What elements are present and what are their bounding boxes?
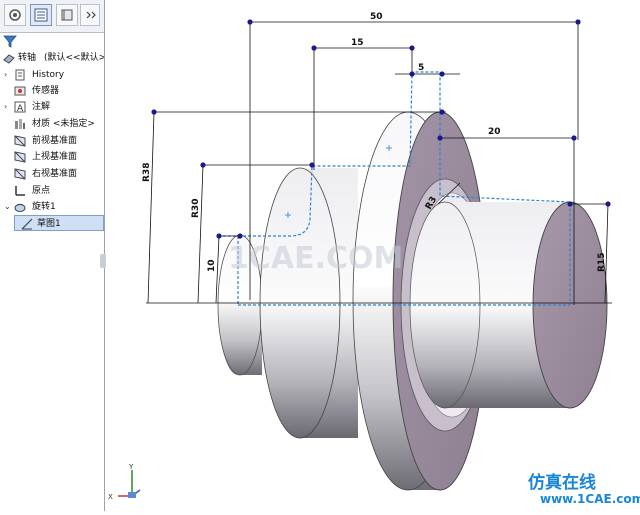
- dim-radius-right[interactable]: R15: [597, 253, 607, 272]
- panel-tab-bar: [0, 0, 104, 33]
- brand-url: www.1CAE.com: [540, 492, 640, 506]
- expand-arrow-icon[interactable]: ›: [4, 70, 8, 79]
- brand-name: 仿真在线: [528, 473, 596, 493]
- model-viewport: 50 15 5 20 R38 R30 10 R3 R15 1CAE.COM X: [108, 12, 612, 501]
- dim-flange-thickness[interactable]: 5: [418, 63, 424, 73]
- tree-item-history[interactable]: › History: [0, 67, 104, 83]
- plane-icon: [14, 151, 26, 163]
- triad-x-label: X: [108, 493, 113, 501]
- dim-radius-flange[interactable]: R38: [142, 163, 152, 182]
- tree-item-annotations[interactable]: › A 注解: [0, 99, 104, 115]
- tree-item-label: 旋转1: [32, 202, 56, 212]
- property-tab[interactable]: [30, 4, 52, 26]
- tree-item-label: 草图1: [37, 219, 61, 229]
- tree-item-label: 右视基准面: [32, 169, 78, 179]
- view-triad[interactable]: X Y: [108, 463, 141, 501]
- part-name: 转轴: [18, 53, 37, 63]
- feature-tree-icon: [9, 9, 21, 21]
- config-tab[interactable]: [56, 4, 78, 26]
- dim-step-length[interactable]: 15: [351, 38, 364, 48]
- tree-item-label: History: [32, 70, 65, 80]
- panel-collapse-handle[interactable]: [100, 254, 106, 268]
- tab-scroll-arrows[interactable]: [80, 4, 100, 26]
- revolve-icon: [14, 203, 26, 212]
- part-icon: [3, 54, 15, 64]
- tree-item-label: 原点: [32, 186, 51, 196]
- tree-item-origin[interactable]: 原点: [0, 183, 104, 199]
- watermark-text: 1CAE.COM: [228, 241, 403, 276]
- svg-text:A: A: [17, 104, 24, 113]
- origin-icon: [15, 186, 25, 196]
- tree-item-label: 材质 <未指定>: [32, 119, 95, 129]
- dimension-lines: [146, 21, 612, 305]
- feature-tree-tab[interactable]: [4, 4, 26, 26]
- tree-item-top-plane[interactable]: 上视基准面: [0, 149, 104, 165]
- dim-radius-mid[interactable]: R30: [191, 199, 201, 218]
- sensor-icon: [14, 86, 26, 96]
- expand-arrow-icon[interactable]: ›: [4, 102, 8, 111]
- tree-item-front-plane[interactable]: 前视基准面: [0, 133, 104, 149]
- material-icon: [15, 119, 25, 129]
- history-icon: [15, 69, 25, 81]
- tree-item-revolve1[interactable]: ⌄ 旋转1: [0, 199, 104, 215]
- double-chevron-icon: [86, 11, 96, 19]
- triad-y-label: Y: [128, 463, 134, 471]
- filter-icon[interactable]: [3, 34, 17, 48]
- tree-item-sensors[interactable]: 传感器: [0, 83, 104, 99]
- tree-item-label: 传感器: [32, 86, 60, 96]
- sketch-profile[interactable]: [218, 71, 571, 306]
- property-icon: [34, 8, 48, 22]
- tree-item-right-plane[interactable]: 右视基准面: [0, 166, 104, 182]
- plane-icon: [14, 168, 26, 180]
- config-text: (默认<<默认>_: [44, 53, 104, 63]
- tree-item-sketch1[interactable]: 草图1: [14, 215, 104, 231]
- plane-icon: [14, 135, 26, 147]
- config-icon: [61, 9, 73, 21]
- annotation-icon: A: [14, 101, 26, 113]
- expand-arrow-icon[interactable]: ⌄: [4, 202, 11, 211]
- sketch-icon: [21, 218, 33, 230]
- tree-item-label: 注解: [32, 102, 51, 112]
- tree-item-label: 前视基准面: [32, 136, 78, 146]
- part-root-row[interactable]: 转轴 (默认<<默认>_: [0, 50, 104, 66]
- tree-item-material[interactable]: 材质 <未指定>: [0, 116, 104, 132]
- sketch-cross-markers: [285, 145, 392, 218]
- dim-overall-length[interactable]: 50: [370, 12, 383, 22]
- dim-radius-small[interactable]: 10: [207, 259, 217, 272]
- dimension-points: [151, 19, 611, 239]
- graphics-area[interactable]: 50 15 5 20 R38 R30 10 R3 R15 1CAE.COM X: [105, 0, 640, 511]
- feature-manager-panel: 转轴 (默认<<默认>_ › History 传感器 › A 注解 材质 <未指…: [0, 0, 106, 511]
- dim-shaft-length[interactable]: 20: [488, 127, 501, 137]
- tree-item-label: 上视基准面: [32, 152, 78, 162]
